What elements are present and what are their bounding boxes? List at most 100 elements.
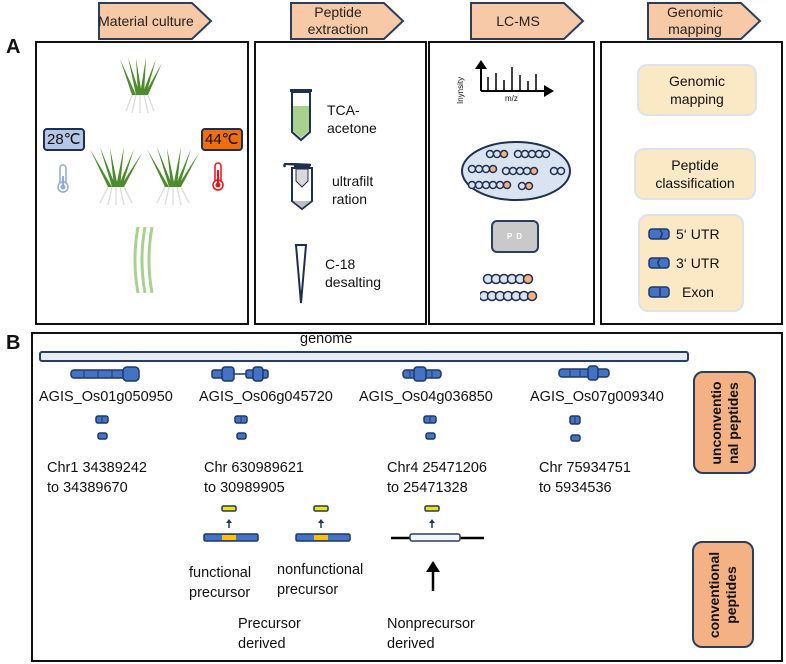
peptide-bead [515, 166, 525, 176]
arrow-up-icon [475, 60, 487, 69]
temp-low-badge: 28℃ [43, 128, 85, 151]
gene-model-icon [211, 366, 269, 382]
peptide-bead [524, 181, 534, 191]
arrow-up-icon [226, 519, 232, 523]
step-peptide-extraction: Peptide extraction [290, 2, 405, 40]
peptide-bead [522, 166, 532, 176]
rice-plant-icon [147, 147, 199, 205]
step-lc-ms: LC-MS [470, 2, 585, 40]
peptide-bead [467, 180, 477, 190]
peptide-icon [313, 505, 329, 512]
nonprecursor-derived-line2: derived [387, 636, 435, 652]
utr5-icon [648, 228, 670, 240]
peptide-bead [474, 180, 484, 190]
peptide-bead [481, 164, 491, 174]
peptide-bead [492, 149, 502, 159]
legend-exon: Exon [648, 284, 714, 300]
ms-y-axis-label: Inynsity [456, 76, 465, 104]
mapped-peptide-icon [423, 415, 437, 440]
peptide-icon [424, 505, 440, 512]
peptide-bead [513, 149, 523, 159]
peptide-bead [474, 164, 484, 174]
gene-model-icon [402, 366, 442, 382]
exon-icon [648, 286, 670, 298]
legend-label: Exon [682, 284, 714, 300]
legend-label: 3‘ UTR [676, 255, 720, 271]
peptide-bead [534, 149, 544, 159]
step-material-culture: Material culture [98, 2, 213, 40]
genome-label: genome [300, 331, 353, 347]
gene-id: AGIS_Os07g009340 [530, 389, 664, 405]
thermometer-hot-icon [212, 162, 224, 191]
peptide-bead [485, 149, 495, 159]
legend-3utr: 3‘ UTR [648, 255, 720, 271]
peptide-bead [527, 149, 537, 159]
nonfunctional-label-line1: nonfunctional [277, 562, 364, 578]
gene-coord-line1: Chr4 25471206 [387, 460, 487, 476]
peptide-bead [556, 166, 566, 176]
peptide-icon [221, 505, 237, 512]
functional-precursor-icon [203, 505, 259, 542]
step-label: Peptide extraction [307, 4, 369, 37]
step-label: Material culture [98, 12, 194, 29]
rice-plant-icon [120, 57, 162, 114]
tag-text: conventional [706, 551, 722, 638]
ms-spectrum-icon [475, 60, 554, 97]
mapped-peptide-icon [95, 415, 109, 440]
functional-label-line1: functional [189, 565, 252, 581]
arrow-up-icon [318, 519, 324, 523]
nonfunctional-label-line2: precursor [277, 582, 339, 598]
gene-model-icon [558, 365, 610, 381]
gene-coord-line2: to 25471328 [387, 480, 468, 496]
step-arrow-shape [98, 2, 213, 40]
pd-software-label: P D [506, 232, 524, 241]
step-label: Genomic mapping [666, 4, 724, 37]
tag-text: peptides [723, 565, 739, 624]
peptide-mixture-icon [461, 141, 571, 201]
pipette-tip-icon [294, 244, 308, 304]
identified-peptides-icon [480, 273, 538, 302]
peptide-bead [481, 180, 491, 190]
c18-label-line1: C-18 [325, 256, 356, 272]
gene-id: AGIS_Os01g050950 [39, 389, 173, 405]
ultrafiltration-label-line1: ultrafilt [332, 173, 374, 189]
step-arrow-shape [290, 2, 405, 40]
genome-bar [39, 351, 689, 362]
pd-software-box: P D [491, 220, 539, 253]
filter-tube-icon [283, 163, 313, 211]
gene-model-icon [70, 366, 140, 382]
peptide-bead [488, 164, 498, 174]
gene-coord-line2: to 5934536 [539, 480, 612, 496]
peptide-bead [495, 180, 505, 190]
peptide-bead [520, 149, 530, 159]
tca-label-line1: TCA- [327, 102, 360, 118]
peptide-bead [467, 164, 477, 174]
gene-coord-line1: Chr 75934751 [539, 460, 631, 476]
tag-text: nal peptides [724, 381, 741, 464]
rice-plant-icon [90, 147, 142, 205]
tag-text: unconventio [707, 380, 724, 465]
peptide-bead [529, 166, 539, 176]
box-text: classification [655, 175, 735, 191]
panel-a-label: A [6, 36, 21, 58]
functional-label-line2: precursor [189, 585, 251, 601]
c18-label-line2: desalting [325, 274, 382, 290]
peptide-bead [549, 166, 559, 176]
ultrafiltration-label-line2: ration [332, 191, 368, 207]
peptide-bead [517, 181, 527, 191]
ms-x-axis-label: m/z [505, 94, 518, 103]
box-text: Genomic [668, 73, 726, 89]
gene-coord-line2: to 34389670 [47, 480, 128, 496]
peptide-bead [541, 149, 551, 159]
peptide-bead [502, 180, 512, 190]
tube-icon [290, 89, 312, 142]
arrow-up-icon [429, 519, 435, 523]
peptide-bead [488, 180, 498, 190]
peptide-bead [501, 166, 511, 176]
thermometer-cold-icon [57, 164, 69, 193]
arrow-right-icon [544, 85, 554, 97]
